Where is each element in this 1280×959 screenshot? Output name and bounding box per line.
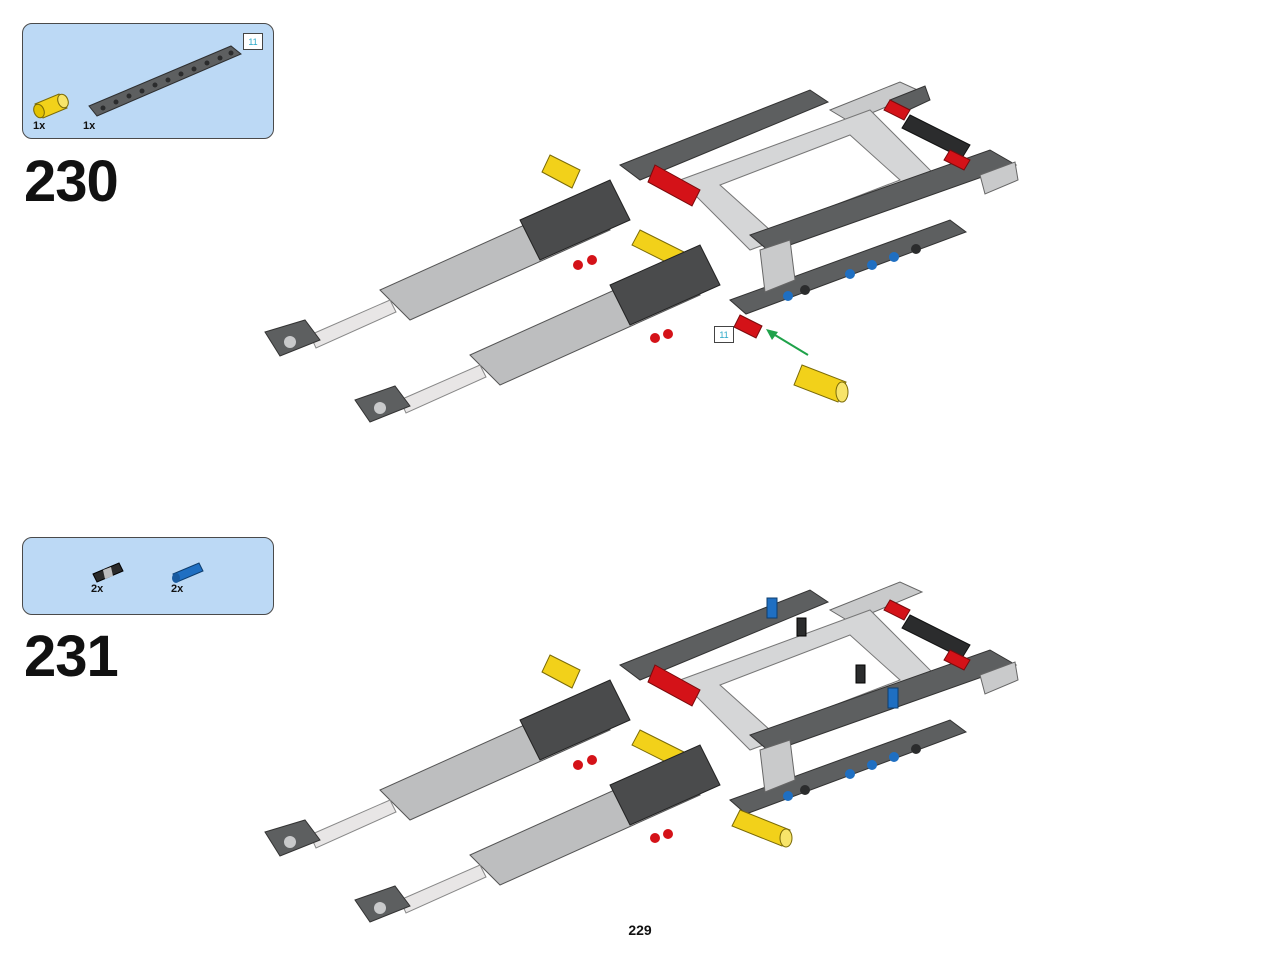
parts-list-box-230: 11 1x 1x [22,23,274,139]
part-qty-black-pin: 2x [91,583,104,595]
step-number-231: 231 [24,624,119,689]
assembly-illustration-230 [264,81,1019,423]
page-number: 229 [628,922,652,938]
part-qty-blue-pin: 2x [171,583,184,595]
yellow-axle-connector-part-icon [33,93,69,119]
part-qty-dark-beam: 1x [83,120,96,132]
parts-list-art-231 [92,562,204,583]
part-qty-yellow-connector: 1x [33,120,46,132]
assembly-illustration-231 [264,581,1019,923]
step-callout-label-230: 11 [714,326,734,343]
black-axle-pin-part-icon [92,562,124,583]
blue-axle-pin-part-icon [172,562,204,583]
parts-list-art-230 [33,45,242,119]
parts-list-box-231: 2x 2x [22,537,274,615]
part-length-callout: 11 [243,33,263,50]
dark-gray-beam-part-icon [88,45,242,117]
step-number-230: 230 [24,149,119,214]
